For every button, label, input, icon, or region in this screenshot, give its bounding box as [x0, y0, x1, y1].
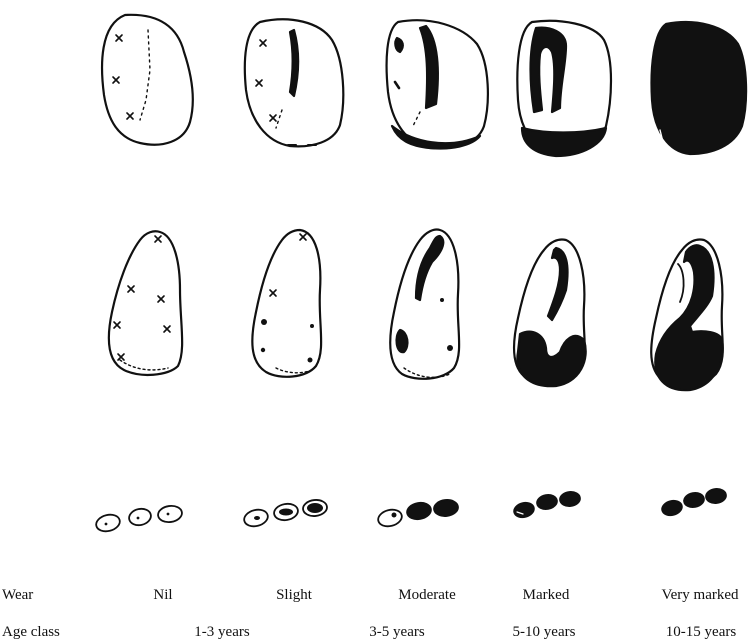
row1-marked-tooth — [517, 21, 611, 156]
age-class-4: 10-15 years — [666, 624, 736, 641]
row3-marked-teeth — [513, 491, 581, 519]
row1-very-marked-tooth — [652, 22, 747, 154]
row1-moderate-tooth — [387, 20, 488, 148]
age-class-1: 1-3 years — [194, 624, 249, 641]
age-class-3: 5-10 years — [513, 624, 576, 641]
tooth-wear-diagram — [0, 0, 753, 570]
wear-stage-marked: Marked — [523, 587, 570, 604]
wear-stage-moderate: Moderate — [398, 587, 455, 604]
wear-stage-slight: Slight — [276, 587, 312, 604]
row1-nil-tooth — [102, 15, 193, 145]
row3-slight-teeth — [242, 499, 327, 529]
age-row-label: Age class — [2, 624, 60, 641]
wear-stage-very-marked: Very marked — [661, 587, 738, 604]
row2-marked-tooth — [514, 239, 586, 386]
row1-slight-tooth — [245, 19, 343, 146]
row3-very-marked-teeth — [661, 488, 727, 517]
row2-very-marked-tooth — [651, 239, 723, 390]
row2-nil-tooth — [109, 231, 182, 375]
row3-nil-teeth — [94, 504, 183, 533]
row3-moderate-teeth — [376, 499, 458, 529]
wear-stage-nil: Nil — [153, 587, 172, 604]
row2-moderate-tooth — [390, 229, 459, 378]
age-class-2: 3-5 years — [369, 624, 424, 641]
wear-row-label: Wear — [2, 587, 33, 604]
row2-slight-tooth — [252, 230, 321, 377]
